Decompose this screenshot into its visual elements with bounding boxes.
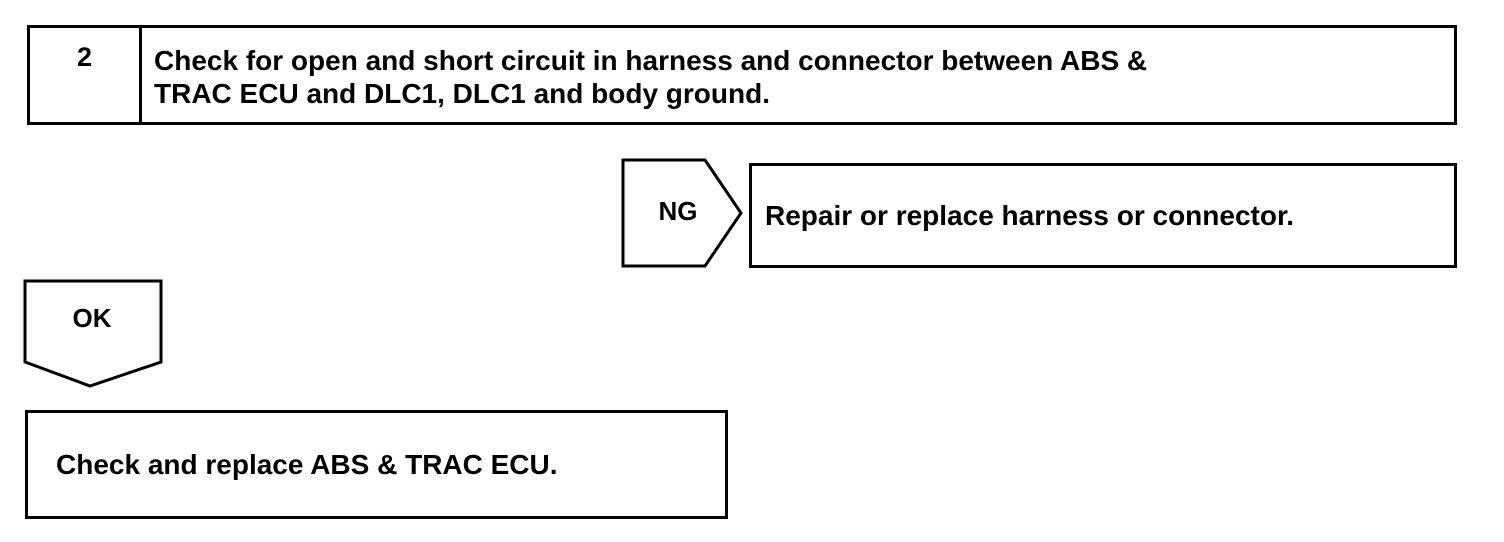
- step-description-line-1: Check for open and short circuit in harn…: [154, 45, 1148, 76]
- step-description-line-2: TRAC ECU and DLC1, DLC1 and body ground.: [154, 78, 770, 109]
- step-number: 2: [30, 28, 142, 122]
- ok-action-box: Check and replace ABS & TRAC ECU.: [25, 410, 728, 519]
- step-description: Check for open and short circuit in harn…: [142, 28, 1454, 122]
- ng-arrow-shape: [621, 158, 743, 268]
- step-box: 2 Check for open and short circuit in ha…: [27, 25, 1457, 125]
- ng-label: NG: [658, 196, 698, 226]
- ok-arrow-shape: [23, 279, 163, 388]
- ok-label: OK: [72, 303, 112, 333]
- ng-action-box: Repair or replace harness or connector.: [749, 163, 1457, 268]
